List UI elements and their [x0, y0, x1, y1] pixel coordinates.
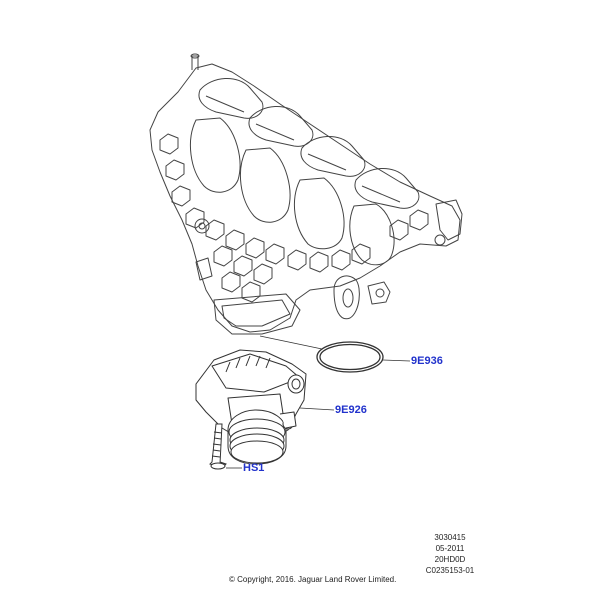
copyright-notice: © Copyright, 2016. Jaguar Land Rover Lim… — [229, 575, 397, 584]
callout-hs1[interactable]: HS1 — [243, 462, 265, 474]
callout-9e926[interactable]: 9E926 — [335, 404, 367, 416]
throttle-body — [195, 349, 307, 465]
bolt — [209, 423, 227, 470]
intake-manifold — [149, 53, 463, 335]
info-line-1: 3030415 — [434, 533, 466, 542]
leader-lines — [226, 335, 411, 469]
info-line-4: C0235153-01 — [425, 566, 475, 575]
info-line-2: 05-2011 — [435, 544, 465, 553]
callout-9e936[interactable]: 9E936 — [411, 355, 443, 367]
gasket-ring — [316, 341, 384, 373]
info-line-3: 20HD0D — [434, 555, 466, 564]
